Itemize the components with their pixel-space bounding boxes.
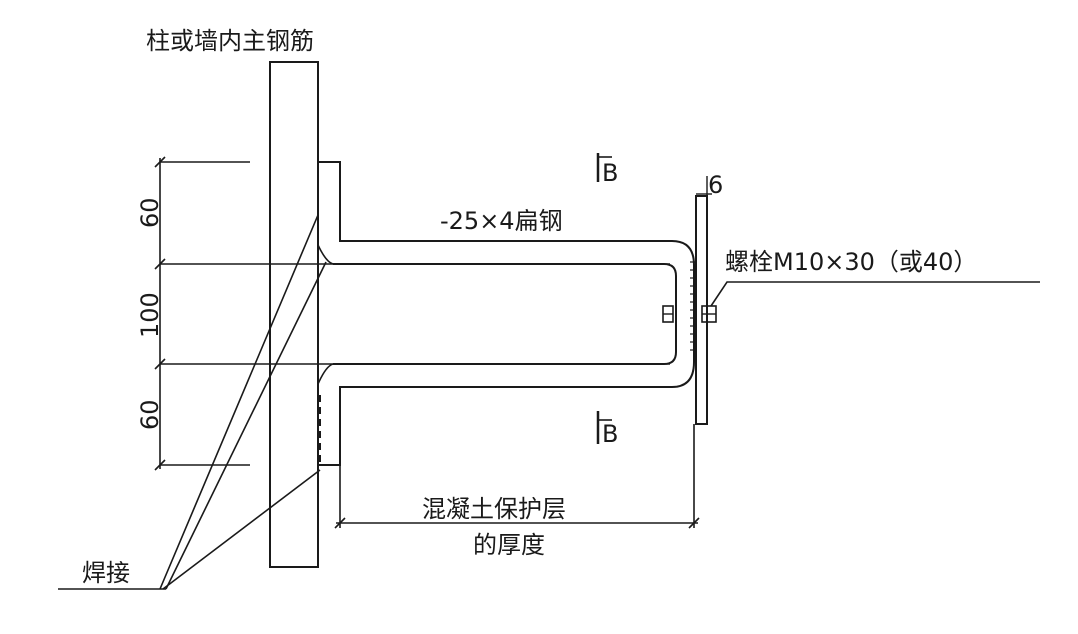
cover-label-line1: 混凝土保护层 xyxy=(422,495,566,523)
left-dimension-lines xyxy=(154,156,670,471)
svg-text:B: B xyxy=(602,159,618,187)
flat-steel-label: -25×4扁钢 xyxy=(440,207,563,235)
flat-steel-outer-outline xyxy=(318,161,695,466)
weld-leader-lines xyxy=(58,214,327,590)
flat-steel-inner-outline xyxy=(333,263,677,365)
main-rebar-bar xyxy=(269,61,319,568)
dim-middle-100: 100 xyxy=(136,292,164,338)
section-marker-bottom: B xyxy=(596,411,618,448)
cover-dimension xyxy=(334,424,700,529)
weld-label: 焊接 xyxy=(82,559,130,587)
bend-weld-ticks xyxy=(690,261,695,351)
svg-text:B: B xyxy=(602,420,618,448)
cover-label-line2: 的厚度 xyxy=(473,531,545,559)
weld-fillet-top xyxy=(317,244,334,265)
section-marker-top: B xyxy=(596,153,618,187)
plate-thickness-dim: 6 xyxy=(708,171,723,199)
bolt-label: 螺栓M10×30（或40） xyxy=(725,248,977,276)
dim-top-60: 60 xyxy=(136,197,164,228)
column-wall-rebar-title: 柱或墙内主钢筋 xyxy=(146,27,314,55)
bolt-label-leader xyxy=(710,281,1040,307)
end-plate xyxy=(695,195,708,425)
weld-fillet-bottom xyxy=(317,363,334,385)
dim-bottom-60: 60 xyxy=(136,399,164,430)
